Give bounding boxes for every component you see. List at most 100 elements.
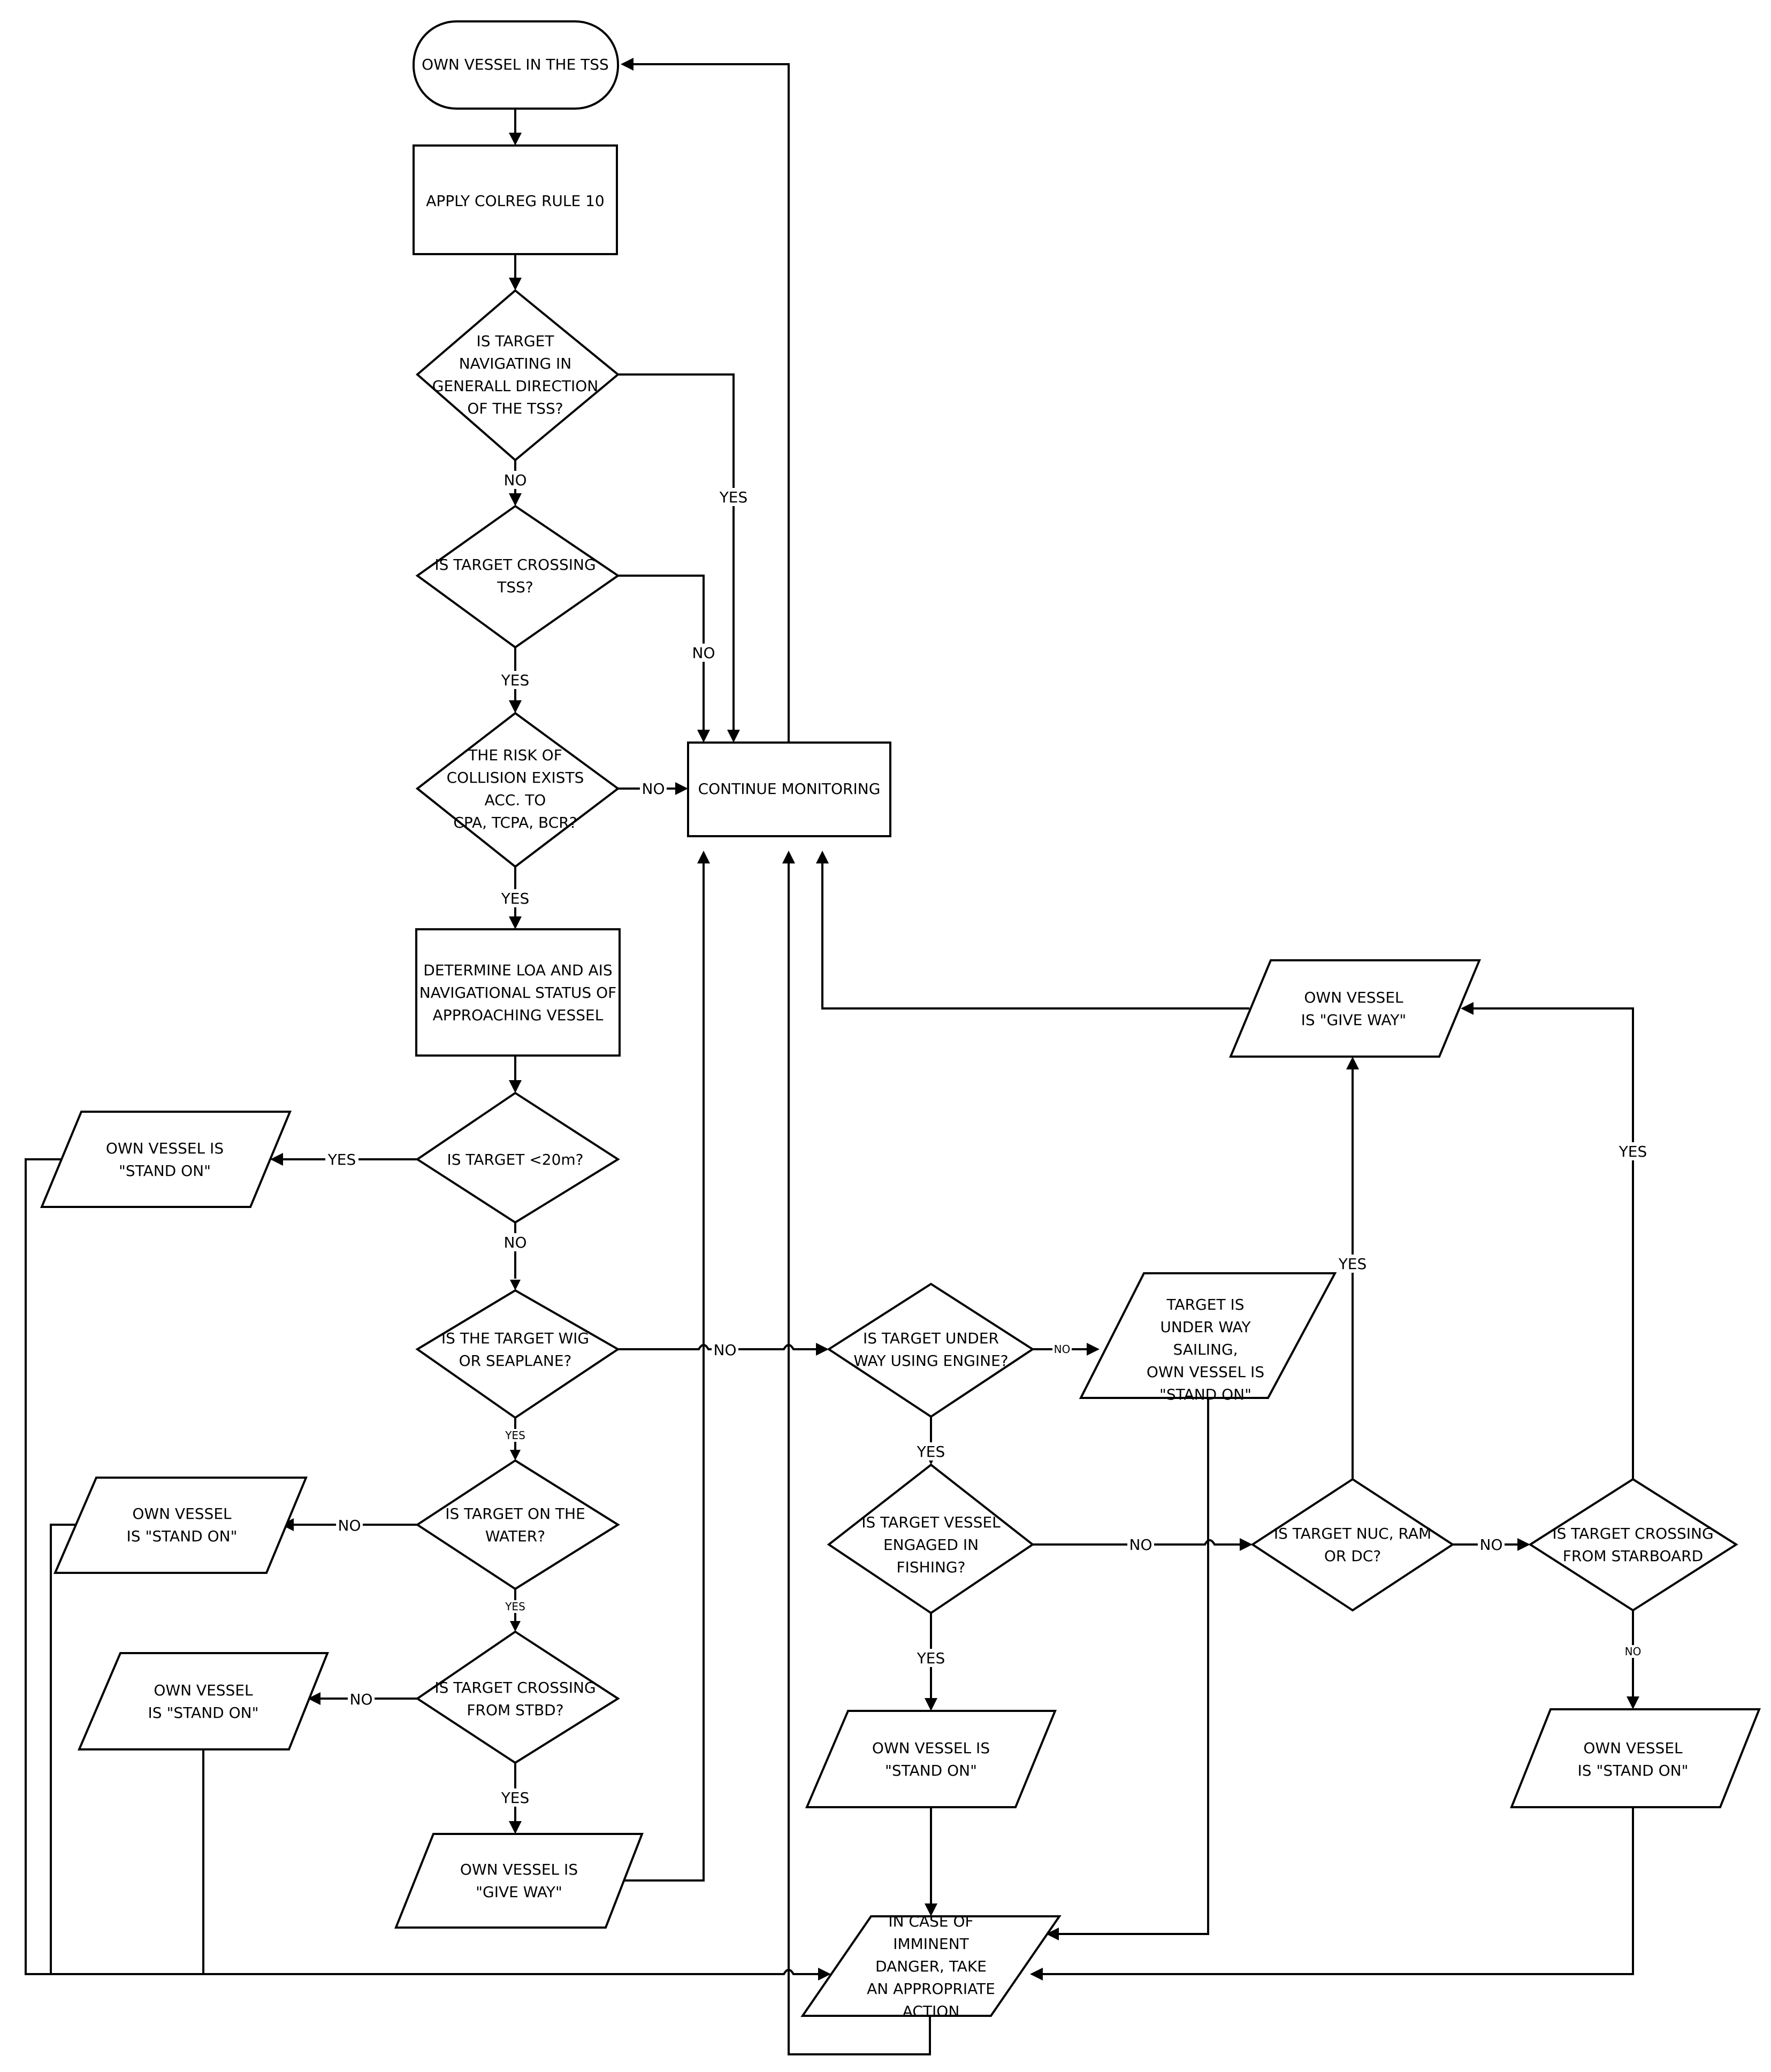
label-fishing-no: NO xyxy=(1127,1536,1154,1554)
svg-text:NO: NO xyxy=(1480,1536,1503,1554)
decision-crossing-tss: IS TARGET CROSSING TSS? xyxy=(415,504,620,649)
q-crossing-tss-text-line: IS TARGET CROSSING xyxy=(434,556,596,574)
arrow-head xyxy=(1346,1057,1359,1069)
q-crossing-tss-text-line: TSS? xyxy=(497,578,533,596)
q-general-text-line: IS TARGET xyxy=(477,332,555,350)
svg-text:YES: YES xyxy=(719,488,748,506)
standon-c-text-line: IS "STAND ON" xyxy=(148,1704,259,1722)
label-risk-yes: YES xyxy=(499,889,532,907)
imminent-text-line: IMMINENT xyxy=(893,1935,969,1953)
arrow-head xyxy=(509,278,522,290)
arrow-head xyxy=(308,1692,320,1705)
standon-e-text-line: OWN VESSEL xyxy=(1583,1739,1683,1757)
output-give-way-a: OWN VESSEL IS"GIVE WAY" xyxy=(394,1833,644,1929)
arrow-head xyxy=(782,851,795,863)
arrow-head xyxy=(1517,1538,1530,1551)
svg-text:NO: NO xyxy=(1625,1645,1642,1658)
arrow-head xyxy=(1046,1928,1059,1940)
arrow-head xyxy=(510,1280,521,1290)
determine-text-line: DETERMINE LOA AND AIS xyxy=(423,961,612,979)
imminent-text-line: AN APPROPRIATE xyxy=(867,1980,995,1998)
label-risk-no: NO xyxy=(640,780,667,798)
edge-standon-a-to-imminent xyxy=(25,1158,819,1975)
output-stand-on-a: OWN VESSEL IS "STAND ON" xyxy=(40,1111,292,1208)
edge-monitor-to-start xyxy=(632,63,790,743)
apply-rule10-process: APPLY COLREG RULE 10 xyxy=(413,144,618,255)
label-nuc-no: NO xyxy=(1478,1536,1505,1554)
imminent-text-line: ACTION xyxy=(903,2002,960,2020)
q-lt20-text-line: IS TARGET <20m? xyxy=(447,1151,583,1168)
continue-monitoring-process: CONTINUE MONITORING xyxy=(687,741,891,837)
arrow-head xyxy=(270,1153,283,1166)
standon-d-text-line: "STAND ON" xyxy=(885,1762,977,1779)
svg-text:NO: NO xyxy=(1129,1536,1152,1554)
standon-a-text-line: OWN VESSEL IS xyxy=(106,1140,224,1157)
standon-a-text-line: "STAND ON" xyxy=(119,1162,211,1180)
label-lt20-yes: YES xyxy=(325,1151,358,1168)
rule10-text-line: APPLY COLREG RULE 10 xyxy=(426,192,605,210)
decision-engaged-in-fishing: IS TARGET VESSEL ENGAGED IN FISHING? xyxy=(827,1463,1035,1615)
q-engine-text-line: WAY USING ENGINE? xyxy=(853,1352,1008,1370)
q-general-text-line: GENERALL DIRECTION xyxy=(432,377,598,395)
label-water-no: NO xyxy=(336,1517,363,1534)
arrow-head xyxy=(925,1903,937,1916)
label-lt20-no: NO xyxy=(502,1233,529,1251)
label-stbd-yes: YES xyxy=(499,1788,532,1807)
edge-fishing-no xyxy=(1033,1539,1240,1546)
label-nuc-yes: YES xyxy=(1336,1255,1369,1273)
label-crossing-no: NO xyxy=(690,644,717,662)
q-fishing-text-line: IS TARGET VESSEL xyxy=(861,1513,1001,1531)
standon-c-text-line: OWN VESSEL xyxy=(154,1681,253,1699)
svg-text:NO: NO xyxy=(714,1341,737,1359)
q-fishing-text-line: ENGAGED IN xyxy=(883,1536,979,1554)
label-water-yes: YES xyxy=(505,1600,525,1613)
standon-b-text-line: OWN VESSEL xyxy=(132,1505,232,1523)
arrow-head xyxy=(509,1080,522,1093)
q-stbd-text-line: IS TARGET CROSSING xyxy=(434,1679,596,1696)
q-risk-text-line: THE RISK OF xyxy=(468,746,562,764)
sailing-text-line: "STAND ON" xyxy=(1159,1386,1251,1403)
edge-standon-e-to-imminent xyxy=(1042,1807,1634,1975)
q-wig-text-line: OR SEAPLANE? xyxy=(459,1352,572,1370)
svg-text:NO: NO xyxy=(350,1691,373,1708)
determine-text-line: APPROACHING VESSEL xyxy=(433,1006,604,1024)
label-general-yes: YES xyxy=(717,488,750,506)
arrow-head xyxy=(1461,1002,1474,1015)
svg-text:NO: NO xyxy=(338,1517,361,1534)
giveway-b-text-line: OWN VESSEL xyxy=(1304,989,1403,1006)
q-risk-text-line: ACC. TO xyxy=(485,791,546,809)
giveway-a-text-line: "GIVE WAY" xyxy=(476,1883,562,1901)
label-wig-no: NO xyxy=(712,1341,738,1359)
decision-crossing-from-starboard: IS TARGET CROSSING FROM STARBOARD xyxy=(1528,1478,1738,1612)
svg-text:YES: YES xyxy=(501,890,530,907)
arrow-head xyxy=(621,58,633,71)
standon-d-text-line: OWN VESSEL IS xyxy=(872,1739,990,1757)
label-fishing-yes: YES xyxy=(914,1649,948,1667)
svg-text:NO: NO xyxy=(642,780,665,798)
arrow-head xyxy=(1627,1696,1639,1709)
decision-using-engine: IS TARGET UNDER WAY USING ENGINE? xyxy=(827,1282,1035,1418)
arrow-head xyxy=(509,1821,522,1834)
svg-text:NO: NO xyxy=(1054,1343,1071,1356)
arrow-head xyxy=(1087,1343,1100,1356)
q-starboard-text-line: IS TARGET CROSSING xyxy=(1552,1525,1713,1542)
q-engine-text-line: IS TARGET UNDER xyxy=(863,1329,999,1347)
svg-text:YES: YES xyxy=(505,1600,525,1613)
edge-labels: NO YES NO YES NO YES YES NO NO YES NO YE… xyxy=(325,471,1650,1807)
decision-target-under-20m: IS TARGET <20m? xyxy=(415,1091,620,1224)
arrow-head xyxy=(727,730,740,743)
arrow-head xyxy=(697,851,710,863)
q-starboard-text-line: FROM STARBOARD xyxy=(1563,1547,1703,1565)
arrow-head xyxy=(510,1450,521,1461)
arrow-head xyxy=(818,1968,831,1981)
arrow-head xyxy=(509,493,522,506)
q-fishing-text-line: FISHING? xyxy=(897,1558,966,1576)
svg-text:YES: YES xyxy=(501,1789,530,1807)
edge-wig-no xyxy=(618,1344,816,1350)
